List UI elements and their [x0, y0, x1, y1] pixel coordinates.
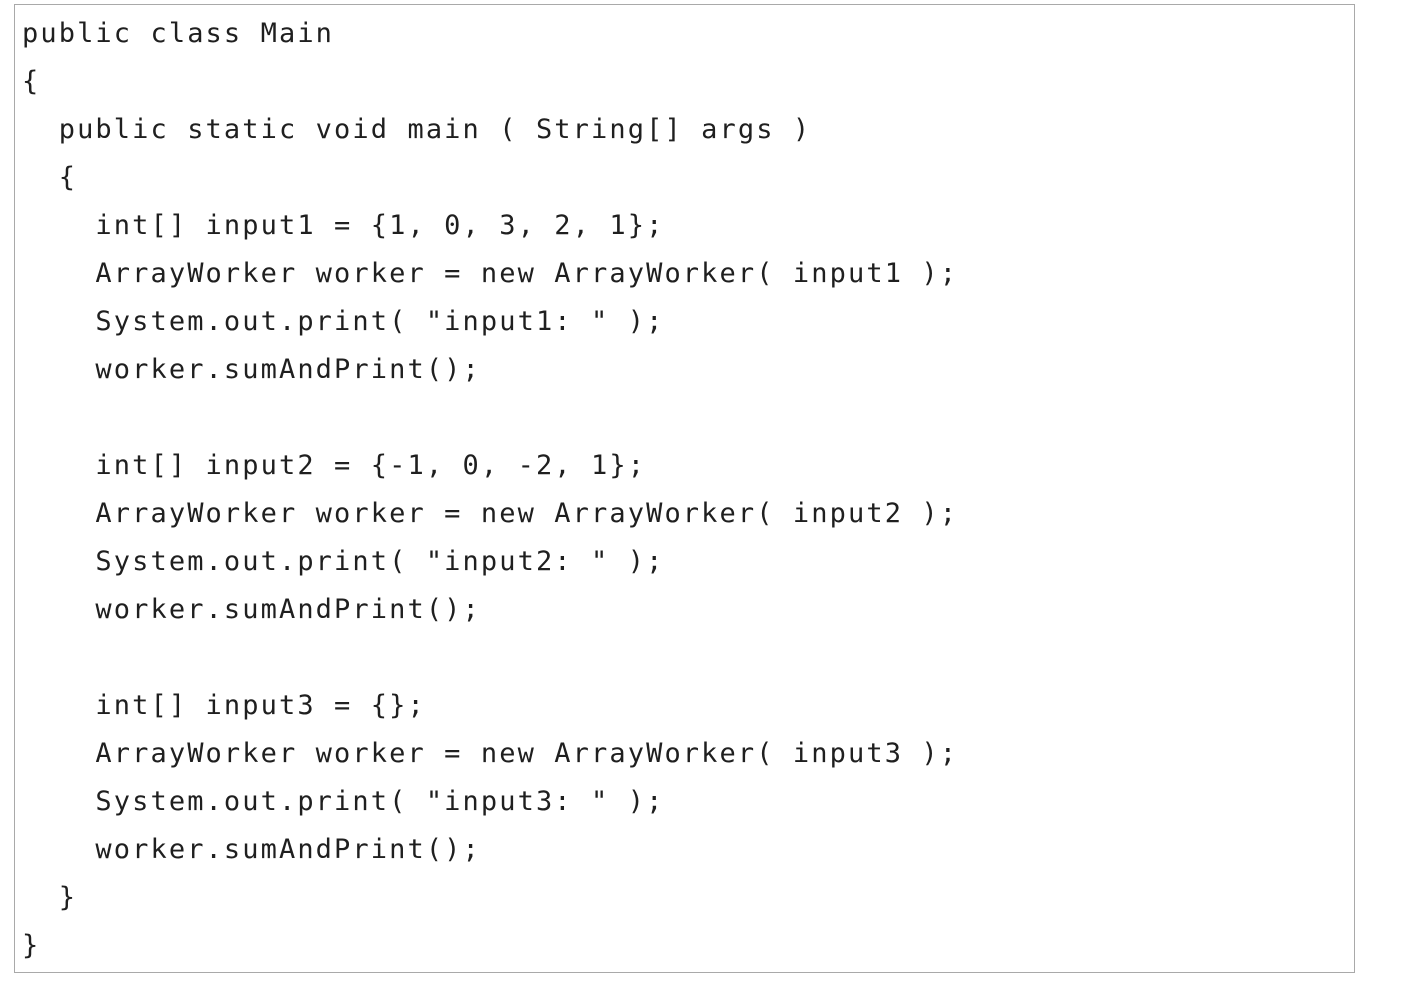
code-line: System.out.print( "input3: " );: [22, 786, 665, 817]
code-lines: public class Main { public static void m…: [22, 16, 958, 976]
code-line: worker.sumAndPrint();: [22, 594, 481, 625]
code-line: ArrayWorker worker = new ArrayWorker( in…: [22, 258, 959, 289]
code-line: public class Main: [22, 18, 335, 49]
code-line: {: [22, 162, 78, 193]
code-line: int[] input1 = {1, 0, 3, 2, 1};: [22, 210, 665, 241]
code-line: System.out.print( "input1: " );: [22, 306, 665, 337]
code-line: }: [22, 882, 78, 913]
code-line: [22, 640, 958, 688]
code-line: worker.sumAndPrint();: [22, 354, 481, 385]
code-line: public static void main ( String[] args …: [22, 114, 812, 145]
code-line: {: [22, 66, 41, 97]
code-line: worker.sumAndPrint();: [22, 834, 481, 865]
code-line: int[] input2 = {-1, 0, -2, 1};: [22, 450, 647, 481]
code-line: System.out.print( "input2: " );: [22, 546, 665, 577]
code-line: ArrayWorker worker = new ArrayWorker( in…: [22, 498, 959, 529]
code-line: [22, 400, 958, 448]
code-line: int[] input3 = {};: [22, 690, 426, 721]
code-line: ArrayWorker worker = new ArrayWorker( in…: [22, 738, 959, 769]
code-block: public class Main { public static void m…: [14, 4, 1355, 973]
code-line: }: [22, 930, 41, 961]
